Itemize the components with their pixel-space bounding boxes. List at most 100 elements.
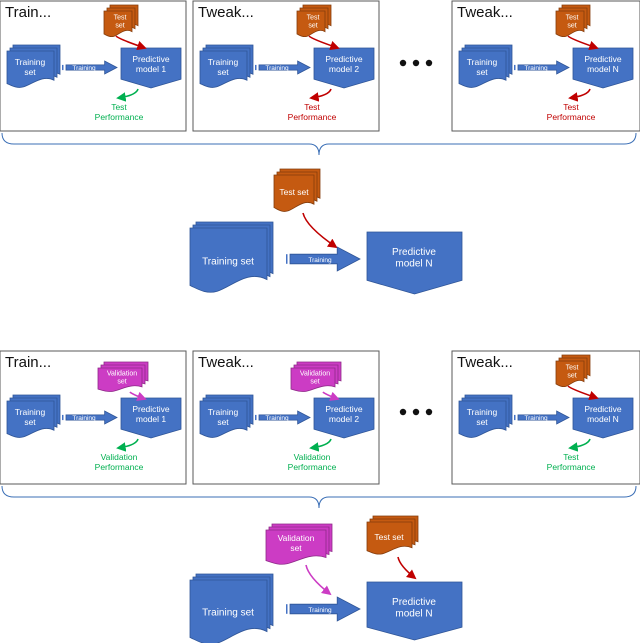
- predictive-model-shape: [572, 47, 634, 89]
- test-arrow: [567, 35, 599, 51]
- test-set-doc: [366, 515, 419, 555]
- training-arrow-body: [289, 246, 361, 272]
- training-set-doc: [189, 221, 274, 293]
- grouping-brace: [1, 485, 637, 509]
- validation-set-doc-sheet: [265, 529, 327, 565]
- training-arrow-tick: [255, 64, 257, 71]
- training-arrow: [255, 60, 311, 75]
- training-set-doc-sheet: [189, 579, 268, 643]
- test-set-doc-sheet: [555, 360, 585, 388]
- performance-arrow: [309, 88, 332, 102]
- ellipsis-dot: [412, 408, 420, 416]
- training-set-doc-sheet: [199, 400, 248, 438]
- validation-arrow: [305, 564, 332, 596]
- training-set-doc-sheet: [458, 400, 507, 438]
- training-arrow: [62, 410, 118, 425]
- test-arrow: [567, 385, 599, 401]
- test-set-doc: [555, 4, 591, 38]
- ellipsis-dot: [412, 59, 420, 67]
- panel-title: Tweak...: [198, 354, 254, 371]
- training-arrow-label: Training: [524, 65, 548, 72]
- predictive-model-shape: [313, 397, 375, 439]
- training-arrow-label: Training: [308, 257, 332, 264]
- training-set-doc-sheet: [199, 50, 248, 88]
- training-arrow: [255, 410, 311, 425]
- training-set-doc-sheet: [6, 400, 55, 438]
- performance-arrow: [309, 438, 332, 452]
- training-arrow: [514, 60, 570, 75]
- training-arrow-tick: [286, 604, 288, 614]
- performance-arrow: [116, 88, 139, 102]
- test-arrow: [397, 556, 417, 580]
- training-arrow: [514, 410, 570, 425]
- predictive-model-shape: [366, 231, 463, 295]
- panel-title: Tweak...: [457, 354, 513, 371]
- training-arrow-label: Training: [72, 65, 96, 72]
- training-arrow-label: Training: [72, 415, 96, 422]
- training-set-doc-sheet: [6, 50, 55, 88]
- training-arrow-tick: [62, 64, 64, 71]
- test-set-doc: [296, 4, 332, 38]
- training-arrow-body: [65, 410, 118, 425]
- training-arrow-body: [289, 596, 361, 622]
- training-arrow-label: Training: [265, 65, 289, 72]
- test-set-doc-sheet: [366, 521, 413, 555]
- predictive-model-shape: [120, 397, 182, 439]
- test-set-label: Test set: [279, 187, 309, 197]
- panel-title: Tweak...: [457, 4, 513, 21]
- training-set-doc: [199, 44, 254, 88]
- validation-set-doc-sheet: [97, 367, 143, 392]
- training-arrow-body: [258, 410, 311, 425]
- training-set-doc: [6, 44, 61, 88]
- performance-arrow: [568, 438, 591, 452]
- training-arrow-tick: [62, 414, 64, 421]
- validation-set-doc: [97, 361, 149, 392]
- ellipsis-dot: [399, 408, 407, 416]
- training-arrow-tick: [514, 64, 516, 71]
- validation-set-doc: [265, 523, 333, 565]
- panel-title: Train...: [5, 354, 51, 371]
- training-set-label: Training set: [202, 608, 254, 619]
- panel-title: Train...: [5, 4, 51, 21]
- validation-set-doc-sheet: [290, 367, 336, 392]
- predictive-model-shape: [313, 47, 375, 89]
- training-arrow-label: Training: [308, 607, 332, 614]
- training-arrow-body: [517, 60, 570, 75]
- test-set-doc-sheet: [103, 10, 133, 38]
- ellipsis: [399, 408, 433, 416]
- test-set-doc: [555, 354, 591, 388]
- training-arrow: [286, 596, 361, 622]
- predictive-model-shape: [572, 397, 634, 439]
- ellipsis-dot: [399, 59, 407, 67]
- grouping-brace: [1, 132, 637, 156]
- training-arrow-tick: [255, 414, 257, 421]
